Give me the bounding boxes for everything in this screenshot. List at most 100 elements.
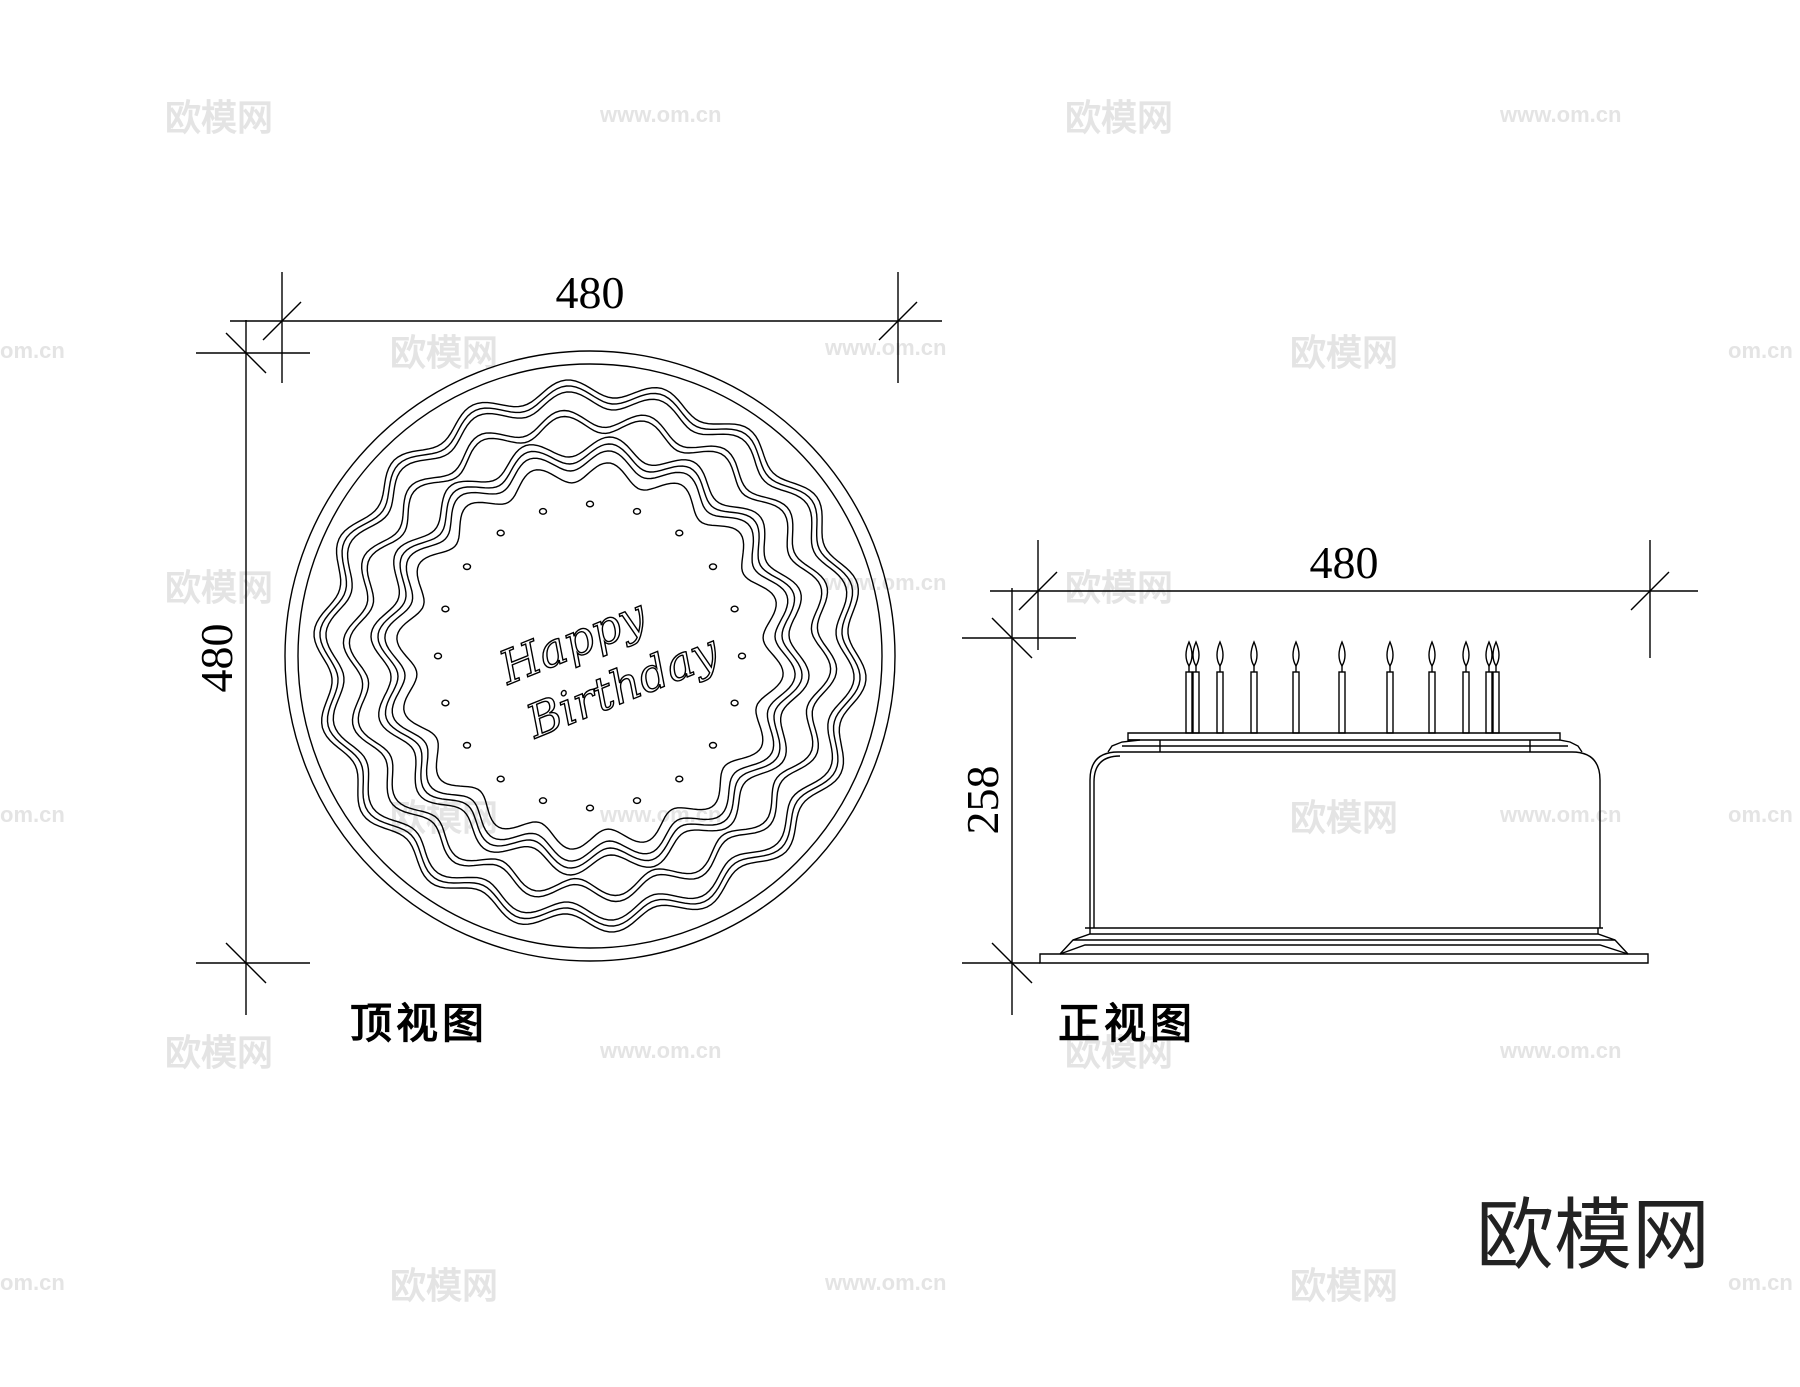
candle-flame <box>1428 640 1436 668</box>
icing-dot <box>708 741 718 749</box>
icing-wave-ring <box>370 436 810 876</box>
icing-dot <box>538 507 548 515</box>
candle <box>1485 640 1493 734</box>
watermark-logo: 欧模网 <box>1290 1265 1398 1306</box>
watermark-url: om.cn <box>1728 1270 1793 1295</box>
watermark-logo: 欧模网 <box>1290 797 1398 838</box>
front-view-label: 正视图 <box>1058 1001 1196 1048</box>
top-view-label: 顶视图 <box>350 1001 488 1048</box>
candles <box>1185 640 1500 734</box>
candle-flame <box>1386 640 1394 668</box>
watermark-url: om.cn <box>0 1270 65 1295</box>
icing-dot <box>730 699 739 707</box>
front-view: 480 258 正视图 <box>957 537 1698 1048</box>
watermark-url: www.om.cn <box>824 1270 946 1295</box>
watermark-url: www.om.cn <box>599 802 721 827</box>
candle-stick <box>1485 671 1493 734</box>
candle <box>1428 640 1436 734</box>
icing-dot <box>730 605 739 613</box>
candle-stick <box>1428 671 1436 734</box>
icing-dot <box>675 775 684 783</box>
watermark-logo: 欧模网 <box>390 332 498 373</box>
plate-outer-ring <box>284 350 896 962</box>
icing-wave-ring <box>384 450 796 862</box>
icing-dots <box>433 500 747 812</box>
cake-top-rim <box>1107 732 1583 753</box>
candle-stick <box>1185 671 1193 734</box>
watermark-logo: 欧模网 <box>1065 567 1173 608</box>
candle <box>1185 640 1193 734</box>
candle-stick <box>1492 671 1500 734</box>
candle-stick <box>1216 671 1224 734</box>
top-width-dimension: 480 <box>230 267 942 383</box>
candle <box>1462 640 1470 734</box>
watermark-logo: 欧模网 <box>165 567 273 608</box>
icing-dot <box>462 741 472 749</box>
candle-flame <box>1250 640 1258 668</box>
candle-stick <box>1250 671 1258 734</box>
watermark-logo: 欧模网 <box>1290 332 1398 373</box>
watermark-logo: 欧模网 <box>165 1032 273 1073</box>
top-height-value: 480 <box>191 624 242 693</box>
candle-flame <box>1292 640 1300 668</box>
watermark-url: www.om.cn <box>1499 802 1621 827</box>
top-view: Happy Birthday 480 480 顶视图 <box>191 267 942 1048</box>
front-width-value: 480 <box>1310 537 1379 588</box>
watermark-url: om.cn <box>1728 338 1793 363</box>
candle-flame <box>1216 640 1224 668</box>
front-height-value: 258 <box>957 766 1008 835</box>
icing-dot <box>632 797 642 805</box>
candle <box>1292 640 1300 734</box>
icing-wave-ring <box>319 385 861 927</box>
watermark-logo: 欧模网 <box>1065 97 1173 138</box>
candle-stick <box>1338 671 1346 734</box>
icing-wave-ring <box>396 462 784 850</box>
watermark-url: www.om.cn <box>1499 102 1621 127</box>
watermark-url: om.cn <box>1728 802 1793 827</box>
icing-dot <box>441 605 450 613</box>
icing-dot <box>496 529 505 537</box>
icing-dot <box>675 529 684 537</box>
candle-flame <box>1492 640 1500 668</box>
icing-wave-ring <box>325 391 855 921</box>
icing-wave-ring <box>313 379 867 933</box>
icing-wave-ring <box>348 415 832 897</box>
watermark-url: www.om.cn <box>824 335 946 360</box>
watermark-url: www.om.cn <box>599 1038 721 1063</box>
watermark-url: om.cn <box>0 802 65 827</box>
icing-dot <box>632 507 642 515</box>
watermark-layer: 欧模网欧模网欧模网欧模网欧模网欧模网欧模网欧模网欧模网欧模网欧模网欧模网www.… <box>0 97 1793 1306</box>
watermark-logo: 欧模网 <box>165 97 273 138</box>
candle-flame <box>1462 640 1470 668</box>
front-height-dimension: 258 <box>957 588 1076 1015</box>
icing-dot <box>737 652 747 660</box>
cake-body <box>1089 751 1601 928</box>
icing-wave-ring <box>377 443 803 869</box>
candle <box>1250 640 1258 734</box>
candle-flame <box>1485 640 1493 668</box>
top-height-dimension: 480 <box>191 320 310 1015</box>
candle <box>1492 640 1500 734</box>
watermark-url: www.om.cn <box>1499 1038 1621 1063</box>
cake-base-plate <box>1039 927 1649 964</box>
candle <box>1338 640 1346 734</box>
icing-dot <box>462 563 472 571</box>
candle-stick <box>1386 671 1394 734</box>
front-width-dimension: 480 <box>990 537 1698 658</box>
icing-dot <box>433 652 443 660</box>
watermark-url: om.cn <box>0 338 65 363</box>
icing-dot <box>708 563 718 571</box>
candle <box>1192 640 1200 734</box>
candle-flame <box>1185 640 1193 668</box>
watermark-url: www.om.cn <box>824 570 946 595</box>
candle <box>1216 640 1224 734</box>
icing-dot <box>496 775 505 783</box>
watermark-logo: 欧模网 <box>1065 1032 1173 1073</box>
icing-dot <box>585 500 595 508</box>
icing-dot <box>538 797 548 805</box>
icing-dot <box>441 699 450 707</box>
icing-dot <box>585 804 595 812</box>
candle-flame <box>1338 640 1346 668</box>
candle-stick <box>1292 671 1300 734</box>
watermark-logo: 欧模网 <box>390 1265 498 1306</box>
